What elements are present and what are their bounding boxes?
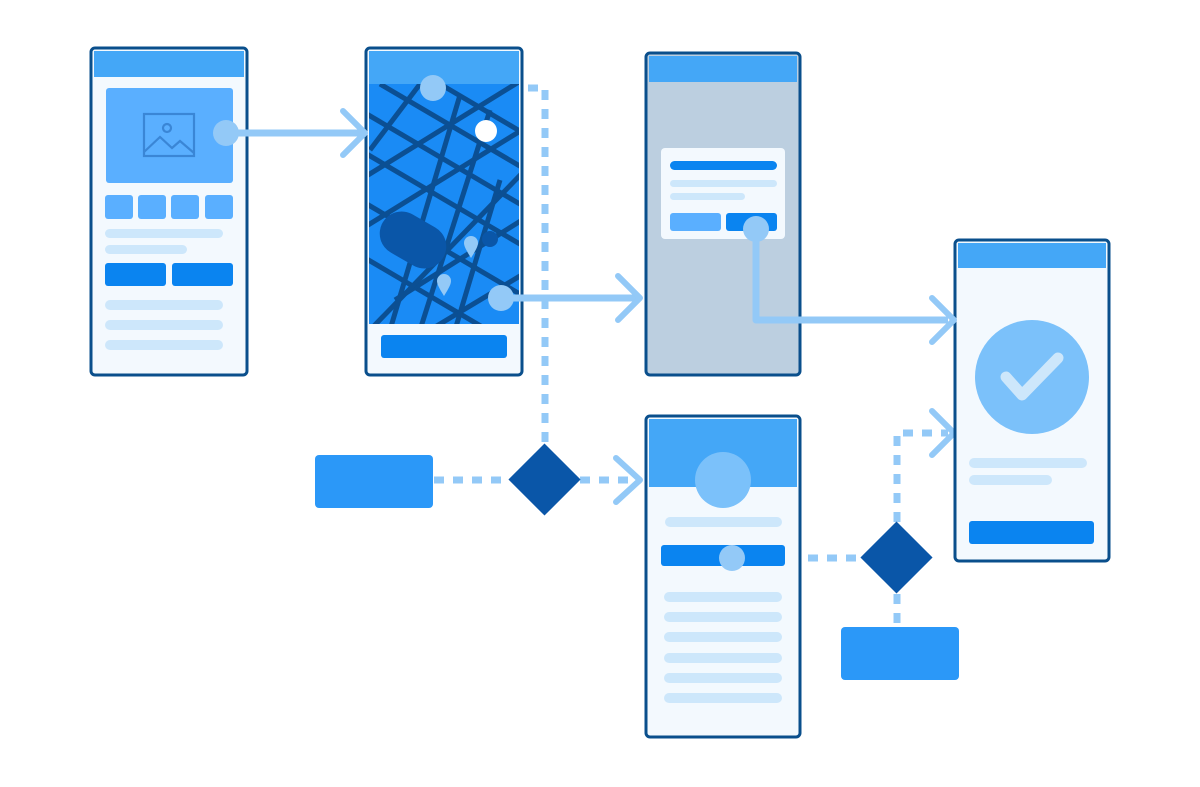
map-pin-icon[interactable]	[437, 274, 451, 296]
connector-decision-to-success	[893, 429, 948, 522]
map-region	[379, 211, 447, 269]
text-line	[105, 300, 223, 310]
map-pin-icon[interactable]	[464, 236, 478, 258]
connector-dot[interactable]	[488, 285, 514, 311]
map-screen[interactable]	[360, 46, 530, 377]
success-screen[interactable]	[953, 238, 1111, 563]
header-bar	[94, 51, 244, 77]
decision-node-1[interactable]	[508, 443, 581, 516]
secondary-button[interactable]	[172, 263, 233, 286]
action-block-left[interactable]	[315, 455, 433, 508]
continue-button[interactable]	[969, 521, 1094, 544]
header-bar	[369, 51, 519, 84]
arrowhead-map	[340, 108, 368, 158]
list-item	[664, 693, 782, 703]
primary-button[interactable]	[105, 263, 166, 286]
connector-dot[interactable]	[213, 120, 239, 146]
thumbnail[interactable]	[138, 195, 166, 219]
arrowhead-modal	[615, 273, 643, 323]
thumbnail[interactable]	[205, 195, 233, 219]
map-action-button[interactable]	[381, 335, 507, 358]
modal-title	[670, 161, 777, 170]
list-item	[664, 592, 782, 602]
text-line	[969, 475, 1052, 485]
image-placeholder-icon	[142, 112, 196, 158]
map-marker	[482, 231, 498, 247]
text-line	[105, 229, 223, 238]
list-item	[664, 632, 782, 642]
modal-dialog-screen[interactable]	[644, 51, 802, 377]
connector-endpoints	[213, 75, 769, 571]
map-view[interactable]	[360, 75, 530, 355]
image-placeholder	[106, 88, 233, 183]
thumbnail-row	[105, 195, 233, 219]
connector-dot[interactable]	[719, 545, 745, 571]
action-block-bottom[interactable]	[841, 627, 959, 680]
connector-modal-to-success	[752, 229, 948, 324]
text-line	[105, 340, 223, 350]
solid-connectors	[222, 108, 957, 345]
connector-map-to-decision	[433, 84, 549, 444]
avatar	[695, 452, 751, 508]
text-line	[105, 320, 223, 330]
list-item	[664, 673, 782, 683]
profile-screen[interactable]	[644, 414, 802, 739]
text-line	[670, 180, 777, 187]
location-dot[interactable]	[475, 120, 497, 142]
thumbnail[interactable]	[171, 195, 199, 219]
arrowhead-profile	[613, 455, 643, 505]
arrowhead-success-upper	[929, 295, 957, 345]
list-item	[664, 653, 782, 663]
text-line	[665, 517, 782, 527]
decision-node-2[interactable]	[860, 521, 933, 594]
header-bar	[649, 56, 797, 82]
cancel-button[interactable]	[670, 213, 721, 231]
text-line	[105, 245, 187, 254]
text-line	[670, 193, 745, 200]
list-item	[664, 612, 782, 622]
image-gallery-screen[interactable]	[89, 46, 249, 377]
connector-dot[interactable]	[743, 216, 769, 242]
header-bar	[958, 243, 1106, 268]
connector-dot[interactable]	[420, 75, 446, 101]
checkmark-icon	[1000, 352, 1064, 401]
thumbnail[interactable]	[105, 195, 133, 219]
text-line	[969, 458, 1087, 468]
